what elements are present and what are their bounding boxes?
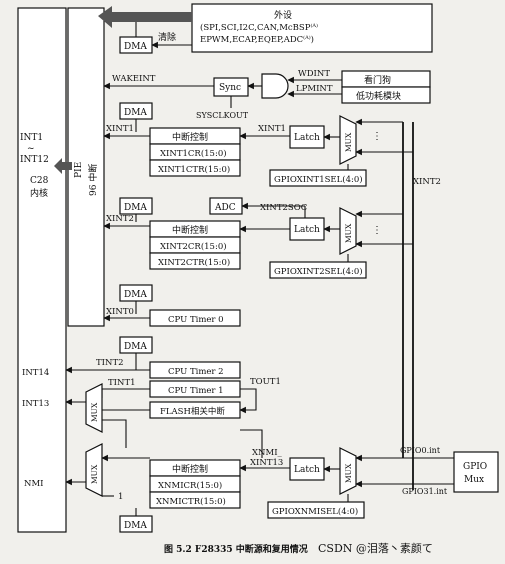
tout1-label: TOUT1 xyxy=(250,377,281,387)
pie-to-core-arrow xyxy=(54,158,72,174)
sysclkout-label: SYSCLKOUT xyxy=(196,111,249,120)
dma-label-nmi: DMA xyxy=(124,521,147,531)
xint1-label-right: XINT1 xyxy=(258,124,286,134)
and-gate xyxy=(261,73,289,99)
int-control-label-1: 中断控制 xyxy=(172,131,208,143)
dma-label-timers: DMA xyxy=(124,342,147,352)
dma-label-xint2: DMA xyxy=(124,203,147,213)
xint2-label-right: XINT2 xyxy=(413,177,441,187)
latch-label-1: Latch xyxy=(294,133,320,143)
adc-label: ADC xyxy=(214,203,236,213)
gpio31int-label: GPIO31.int xyxy=(402,487,448,496)
clear-label: 清除 xyxy=(158,31,176,43)
dma-label-top: DMA xyxy=(124,42,147,52)
mux-nmi-gpio-label: MUX xyxy=(344,463,353,483)
sync-label: Sync xyxy=(219,83,241,93)
watermark: CSDN @泪落丶素颜て xyxy=(318,542,433,555)
low-power-label: 低功耗模块 xyxy=(356,90,401,102)
cpu-timer0-block xyxy=(149,309,241,327)
cpu-timer0-label: CPU Timer 0 xyxy=(168,315,224,325)
mux-label-1: MUX xyxy=(344,132,353,152)
dma-label-timer0: DMA xyxy=(124,290,147,300)
xint2ctr-label: XINT2CTR(15:0) xyxy=(158,257,230,268)
tout1-wire xyxy=(239,388,257,414)
c28-tilde-label: ~ xyxy=(27,144,35,154)
peripherals-title: 外设 xyxy=(274,9,292,21)
peripherals-line2: EPWM,ECAP,EQEP,ADC(A)) xyxy=(200,34,314,45)
xint1cr-label: XINT1CR(15:0) xyxy=(160,148,227,159)
tint1-label: TINT1 xyxy=(108,378,136,388)
watchdog-label: 看门狗 xyxy=(364,74,391,86)
nmi-label: NMI xyxy=(24,479,44,489)
gpio-mux-label-1: GPIO xyxy=(463,462,487,472)
dma-label-xint1: DMA xyxy=(124,108,147,118)
wakeint-label: WAKEINT xyxy=(112,74,156,84)
gpio0int-label: GPIO0.int xyxy=(400,446,441,455)
mux1-dots: ⋮ xyxy=(372,131,382,142)
cpu-timer2-block xyxy=(149,361,241,379)
low-power-block xyxy=(341,86,431,104)
pie-96-label: 96 中断 xyxy=(87,164,99,196)
xnmictr-block xyxy=(149,491,241,509)
core-label: 内核 xyxy=(30,187,48,199)
int14-label: INT14 xyxy=(22,368,49,378)
c28-core-block xyxy=(17,7,67,533)
pie-label: PIE xyxy=(74,162,84,178)
gpioxnmisel-label: GPIOXNMISEL(4:0) xyxy=(272,506,358,517)
gpioxnmisel-block xyxy=(267,501,365,519)
xint1ctr-label: XINT1CTR(15:0) xyxy=(158,164,230,175)
int13-label: INT13 xyxy=(22,399,49,409)
xnmi-label: XNMI_ xyxy=(252,448,283,458)
peripherals-to-pie-arrow xyxy=(98,6,192,28)
xnmictr-label: XNMICTR(15:0) xyxy=(156,496,226,507)
mux2-dots: ⋮ xyxy=(372,225,382,236)
xint2-label-left: XINT2 xyxy=(106,214,134,224)
xint2ctr-block xyxy=(149,252,241,270)
c28-label: C28 xyxy=(30,176,49,186)
tint1-wire xyxy=(101,388,150,398)
wdint-label: WDINT xyxy=(298,69,330,79)
xint2cr-label: XINT2CR(15:0) xyxy=(160,241,227,252)
figure-caption: 图 5.2 F28335 中断源和复用情况 xyxy=(164,543,308,555)
int-control-label-2: 中断控制 xyxy=(172,224,208,236)
gpioxint2sel-label: GPIOXINT2SEL(4:0) xyxy=(274,266,363,277)
mux-int13 xyxy=(85,383,103,433)
xint1ctr-block xyxy=(149,159,241,177)
tint2-label: TINT2 xyxy=(96,358,124,368)
int-control-label-nmi: 中断控制 xyxy=(172,463,208,475)
latch-label-nmi: Latch xyxy=(294,465,320,475)
gpioxint2sel-block xyxy=(269,261,367,279)
mux-int13-select xyxy=(102,419,127,448)
xint0-label: XINT0 xyxy=(106,307,134,317)
flash-int-label: FLASH相关中断 xyxy=(160,406,225,417)
cpu-timer2-label: CPU Timer 2 xyxy=(168,367,224,377)
cpu-timer1-label: CPU Timer 1 xyxy=(168,386,224,396)
mux-1 xyxy=(339,115,357,165)
xnmicr-label: XNMICR(15:0) xyxy=(158,480,222,491)
pie-block xyxy=(67,7,105,327)
gpio-mux-block xyxy=(453,451,499,493)
one-label: 1 xyxy=(118,492,123,502)
lpmint-label: LPMINT xyxy=(296,84,333,94)
xint2soc-label: XINT2SOC xyxy=(260,203,307,213)
c28-int12-label: INT12 xyxy=(20,155,49,165)
xnmi-to-timers-wire xyxy=(240,429,263,458)
gpioxint1sel-label: GPIOXINT1SEL(4:0) xyxy=(274,174,363,185)
xint13-label: XINT13 xyxy=(250,458,283,468)
peripherals-line1: (SPI,SCI,I2C,CAN,McBSP(A) xyxy=(200,22,318,33)
mux-int13-label: MUX xyxy=(90,402,99,422)
mux-nmi-label: MUX xyxy=(90,464,99,484)
gpio-mux-label-2: Mux xyxy=(464,475,484,485)
c28-int1-label: INT1 xyxy=(20,133,43,143)
peripherals-block xyxy=(191,3,433,53)
latch-label-2: Latch xyxy=(294,225,320,235)
mux-label-2: MUX xyxy=(344,223,353,243)
xint1-label-left: XINT1 xyxy=(106,124,134,134)
gpioxint1sel-block xyxy=(269,169,367,187)
